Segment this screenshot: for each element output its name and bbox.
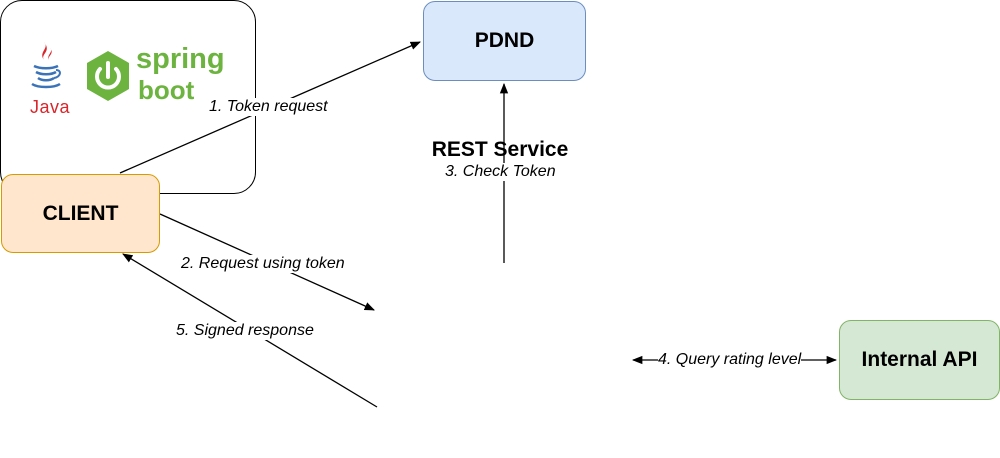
client-label: CLIENT: [42, 201, 119, 225]
spring-power-icon: [87, 51, 129, 101]
internal-api-label: Internal API: [861, 348, 978, 371]
rest-service-node: Java spring boot REST Service: [0, 0, 568, 194]
label-token-request: 1. Token request: [209, 98, 328, 116]
label-signed-response: 5. Signed response: [176, 322, 314, 340]
label-request-using-token: 2. Request using token: [181, 255, 345, 273]
internal-api-node: Internal API: [839, 320, 1000, 400]
spring-wordmark: spring: [136, 43, 225, 75]
label-query-rating-level: 4. Query rating level: [658, 351, 802, 369]
label-check-token: 3. Check Token: [445, 163, 556, 181]
pdnd-node: PDND: [423, 1, 586, 81]
boot-wordmark: boot: [138, 75, 195, 105]
java-wordmark: Java: [30, 97, 71, 117]
rest-service-label: REST Service: [431, 138, 569, 161]
client-node: CLIENT: [1, 174, 160, 253]
pdnd-label: PDND: [474, 29, 535, 52]
java-cup-icon: [31, 42, 61, 89]
